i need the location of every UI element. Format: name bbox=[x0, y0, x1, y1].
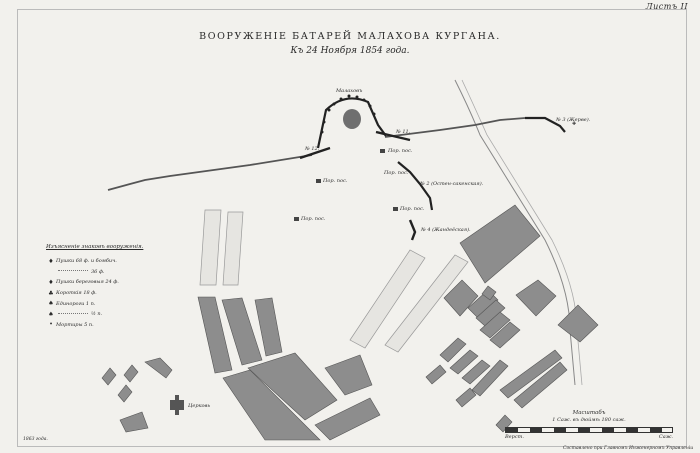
label-small-work-2: Пор. пос. bbox=[323, 178, 348, 184]
legend-item: ♦ Пушки 68 ф. и бомбич. bbox=[46, 256, 156, 267]
defense-line-east bbox=[384, 117, 526, 138]
scale-subtitle: 1 Саж. въ дюймѣ 180 саж. bbox=[552, 417, 626, 423]
battery-2-works bbox=[397, 161, 434, 211]
label-small-work-5: Пор. пос. bbox=[384, 170, 409, 176]
legend-symbol: ♦ bbox=[48, 278, 54, 286]
legend-text: Мортиры 5 п. bbox=[56, 321, 94, 328]
legend-symbol: • bbox=[49, 321, 53, 329]
legend-symbol: ♦ bbox=[48, 257, 54, 265]
light-buildings bbox=[199, 209, 469, 353]
bastion-tower bbox=[343, 109, 361, 129]
small-work-3 bbox=[294, 217, 299, 221]
legend-item: ♠ Единороги 1 п. bbox=[46, 298, 156, 309]
label-battery-3: № 3 (Жерве). bbox=[556, 117, 591, 123]
label-kurgan: Малаховъ bbox=[336, 88, 363, 94]
map-date: Къ 24 Ноября 1854 года. bbox=[290, 46, 410, 56]
scale-unit-right: Саж. bbox=[658, 434, 673, 440]
legend: Изъясненіе знаковъ вооруженія. ♦ Пушки 6… bbox=[46, 244, 156, 330]
legend-text: Пушки береговыя 24 ф. bbox=[56, 279, 119, 286]
map-title: ВООРУЖЕНІЕ БАТАРЕЙ МАЛАХОВА КУРГАНА. bbox=[199, 31, 501, 42]
legend-text: Единороги 1 п. bbox=[56, 300, 96, 307]
road-main bbox=[454, 79, 576, 386]
road-branch bbox=[461, 79, 583, 386]
dark-buildings bbox=[101, 204, 599, 441]
battery-3-works bbox=[525, 116, 566, 133]
battery-11-works bbox=[375, 130, 411, 142]
label-small-work-1: Пор. пос. bbox=[388, 148, 413, 154]
scale-units: Верст. Саж. bbox=[505, 434, 673, 440]
legend-item: ♠ ½ п. bbox=[46, 309, 156, 320]
sheet-number: Листъ II bbox=[645, 2, 688, 11]
label-battery-4: № 4 (Жандеёская). bbox=[421, 227, 471, 233]
bastion-guns bbox=[320, 94, 376, 134]
legend-text: Короткія 18 ф. bbox=[56, 290, 97, 297]
legend-symbol: ♣ bbox=[48, 289, 54, 297]
compass-n: ✚ bbox=[572, 121, 576, 127]
small-work-2 bbox=[316, 179, 321, 183]
legend-item: ♦ Пушки береговыя 24 ф. bbox=[46, 277, 156, 288]
legend-text: Пушки 68 ф. и бомбич. bbox=[56, 258, 117, 265]
church-symbol bbox=[170, 395, 184, 415]
corner-note: 1863 года. bbox=[23, 437, 48, 442]
label-church: Церковь bbox=[188, 403, 211, 409]
defense-line-west bbox=[107, 154, 313, 191]
small-work-4 bbox=[393, 207, 398, 211]
label-battery-2: № 2 (Остен-сакенская). bbox=[420, 181, 484, 187]
label-small-work-4: Пор. пос. bbox=[400, 206, 425, 212]
legend-item: • Мортиры 5 п. bbox=[46, 320, 156, 331]
legend-dots bbox=[58, 270, 88, 272]
scale-unit-left: Верст. bbox=[505, 434, 524, 440]
battery-12-works bbox=[299, 146, 331, 160]
label-small-work-3: Пор. пос. bbox=[301, 216, 326, 222]
legend-text: ½ п. bbox=[91, 311, 103, 318]
legend-item: 36 ф. bbox=[46, 267, 156, 278]
legend-symbol: ♠ bbox=[48, 310, 54, 318]
label-battery-11: № 11. bbox=[396, 129, 411, 135]
footer-credit: Составлено при Главномъ Инженерномъ Упра… bbox=[563, 446, 694, 451]
legend-item: ♣ Короткія 18 ф. bbox=[46, 288, 156, 299]
small-work-1 bbox=[380, 149, 385, 153]
scale-bar-block: Масштабъ 1 Саж. въ дюймѣ 180 саж. Верст.… bbox=[505, 410, 673, 440]
scale-title: Масштабъ bbox=[572, 410, 606, 416]
legend-title: Изъясненіе знаковъ вооруженія. bbox=[46, 244, 144, 250]
bastion-outline bbox=[316, 97, 387, 149]
label-battery-12: № 12. bbox=[305, 146, 320, 152]
scale-bar bbox=[505, 427, 673, 433]
legend-symbol: ♠ bbox=[48, 300, 54, 308]
legend-dots bbox=[58, 312, 88, 314]
legend-text: 36 ф. bbox=[91, 268, 105, 275]
battery-4-works bbox=[408, 219, 417, 241]
